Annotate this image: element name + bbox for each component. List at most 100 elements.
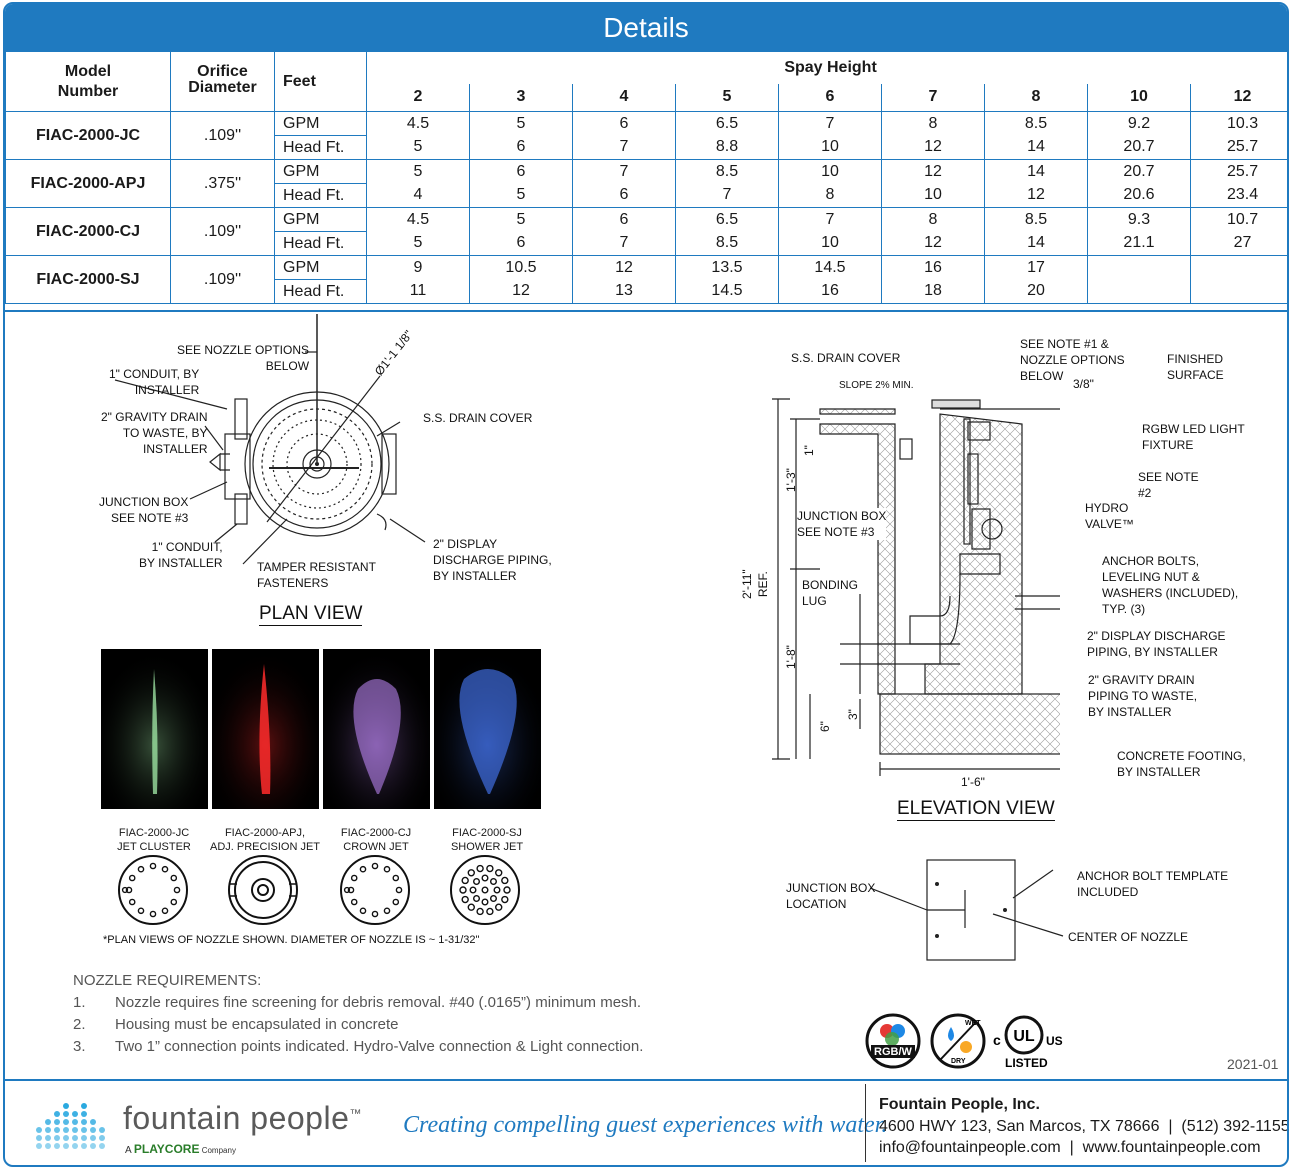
orifice-diameter: .109'': [170, 207, 275, 256]
gpm-cell: 5: [469, 111, 573, 136]
gpm-cell: 9.2: [1087, 111, 1191, 136]
head-cell: 20: [984, 279, 1088, 304]
cert-wet-text: WET: [965, 1020, 981, 1027]
col-feet-header: Feet: [274, 51, 367, 112]
head-cell: 12: [469, 279, 573, 304]
head-cell: 12: [881, 231, 985, 256]
head-label: Head Ft.: [274, 183, 367, 208]
head-cell: 5: [366, 135, 470, 160]
head-cell: 4: [366, 183, 470, 208]
head-cell: 10: [778, 231, 882, 256]
height-header-2: 4: [572, 83, 676, 112]
elev-dim-1-3: 1'-3": [784, 468, 798, 492]
head-cell: 10: [881, 183, 985, 208]
elev-label-hydro: HYDRO VALVE™: [1085, 501, 1134, 531]
head-cell: 11: [366, 279, 470, 304]
gpm-cell: 14.5: [778, 255, 882, 280]
note-item: 1.Nozzle requires fine screening for deb…: [73, 994, 641, 1011]
height-header-8: 12: [1189, 83, 1287, 112]
anchor-template-drawing: [869, 859, 1064, 961]
cert-ul-text: UL: [1013, 1028, 1035, 1045]
head-cell: 8.5: [675, 231, 779, 256]
gpm-label: GPM: [274, 255, 367, 280]
head-cell: 12: [881, 135, 985, 160]
plan-view-title: PLAN VIEW: [259, 603, 363, 626]
template-label-jbox: JUNCTION BOX LOCATION: [786, 881, 876, 911]
cert-rgbw-text: RGB/W: [874, 1046, 913, 1058]
nozzle-caption: FIAC-2000-APJ,ADJ. PRECISION JET: [205, 826, 325, 854]
gpm-cell: 6: [572, 207, 676, 232]
cert-us-text: US: [1046, 1034, 1063, 1048]
height-header-5: 7: [881, 83, 985, 112]
col-orifice-text: Orifice Diameter: [188, 63, 257, 96]
gpm-cell: 16: [881, 255, 985, 280]
gpm-cell: 8.5: [984, 207, 1088, 232]
head-cell: 14.5: [675, 279, 779, 304]
company-address: 4600 HWY 123, San Marcos, TX 78666 | (51…: [879, 1118, 1289, 1135]
elev-label-footing: CONCRETE FOOTING, BY INSTALLER: [1117, 749, 1246, 779]
elev-label-led: RGBW LED LIGHT FIXTURE: [1142, 422, 1245, 452]
gpm-cell: 7: [572, 159, 676, 184]
head-cell: 20.6: [1087, 183, 1191, 208]
col-model-text: Model Number: [57, 62, 119, 100]
head-label: Head Ft.: [274, 135, 367, 160]
page-title: Details: [5, 4, 1287, 51]
elev-label-drain-cover: S.S. DRAIN COVER: [791, 351, 901, 365]
height-header-3: 5: [675, 83, 779, 112]
gpm-cell: 7: [778, 111, 882, 136]
elev-dim-1-8: 1'-8": [784, 645, 798, 669]
note-number: 3.: [73, 1038, 86, 1055]
plan-label-conduit-1: 1" CONDUIT, BY INSTALLER: [109, 367, 200, 397]
note-text: Two 1” connection points indicated. Hydr…: [115, 1038, 644, 1055]
notes-title: NOZZLE REQUIREMENTS:: [73, 972, 262, 989]
nozzle-caption-line1: FIAC-2000-JC: [118, 827, 190, 839]
height-header-7: 10: [1087, 83, 1191, 112]
gpm-cell: 25.7: [1189, 159, 1287, 184]
height-header-6: 8: [984, 83, 1088, 112]
note-number: 1.: [73, 994, 86, 1011]
head-cell: 14: [984, 231, 1088, 256]
footer-vertical-rule: [865, 1084, 866, 1162]
head-label: Head Ft.: [274, 231, 367, 256]
nozzle-plan-icons: [118, 855, 520, 925]
elev-dim-1-6: 1'-6": [961, 775, 985, 789]
col-spray-header: Spay Height: [365, 51, 1287, 84]
gpm-cell: 10.5: [469, 255, 573, 280]
company-name: Fountain People, Inc.: [879, 1096, 1040, 1113]
gpm-cell: 12: [572, 255, 676, 280]
brand-sub-company: Company: [199, 1146, 236, 1155]
elev-label-anchor: ANCHOR BOLTS, LEVELING NUT & WASHERS (IN…: [1102, 554, 1239, 616]
elev-dim-1in: 1": [802, 445, 816, 456]
plan-label-drain-cover: S.S. DRAIN COVER: [423, 411, 533, 425]
head-label: Head Ft.: [274, 279, 367, 304]
col-model-header: Model Number: [5, 51, 171, 112]
gpm-cell: 8: [881, 207, 985, 232]
height-header-0: 2: [366, 83, 470, 112]
head-cell: 21.1: [1087, 231, 1191, 256]
head-cell: 20.7: [1087, 135, 1191, 160]
head-cell: 6: [469, 231, 573, 256]
gpm-cell: 8.5: [675, 159, 779, 184]
nozzle-footnote: *PLAN VIEWS OF NOZZLE SHOWN. DIAMETER OF…: [103, 934, 480, 946]
gpm-cell: 6: [572, 111, 676, 136]
plan-label-tamper: TAMPER RESISTANT FASTENERS: [257, 560, 376, 590]
elev-label-three-eighths: 3/8": [1073, 377, 1094, 391]
orifice-diameter: .375'': [170, 159, 275, 208]
gpm-label: GPM: [274, 111, 367, 136]
gpm-cell: [1087, 255, 1191, 280]
gpm-cell: 7: [778, 207, 882, 232]
gpm-cell: 4.5: [366, 207, 470, 232]
gpm-cell: 13.5: [675, 255, 779, 280]
nozzle-caption-line2: SHOWER JET: [450, 841, 524, 853]
note-item: 3. Two 1” connection points indicated. Hy…: [73, 1038, 643, 1055]
elevation-view-title: ELEVATION VIEW: [897, 798, 1055, 821]
head-cell: 5: [366, 231, 470, 256]
gpm-cell: 10: [778, 159, 882, 184]
model-number: FIAC-2000-JC: [5, 111, 171, 160]
